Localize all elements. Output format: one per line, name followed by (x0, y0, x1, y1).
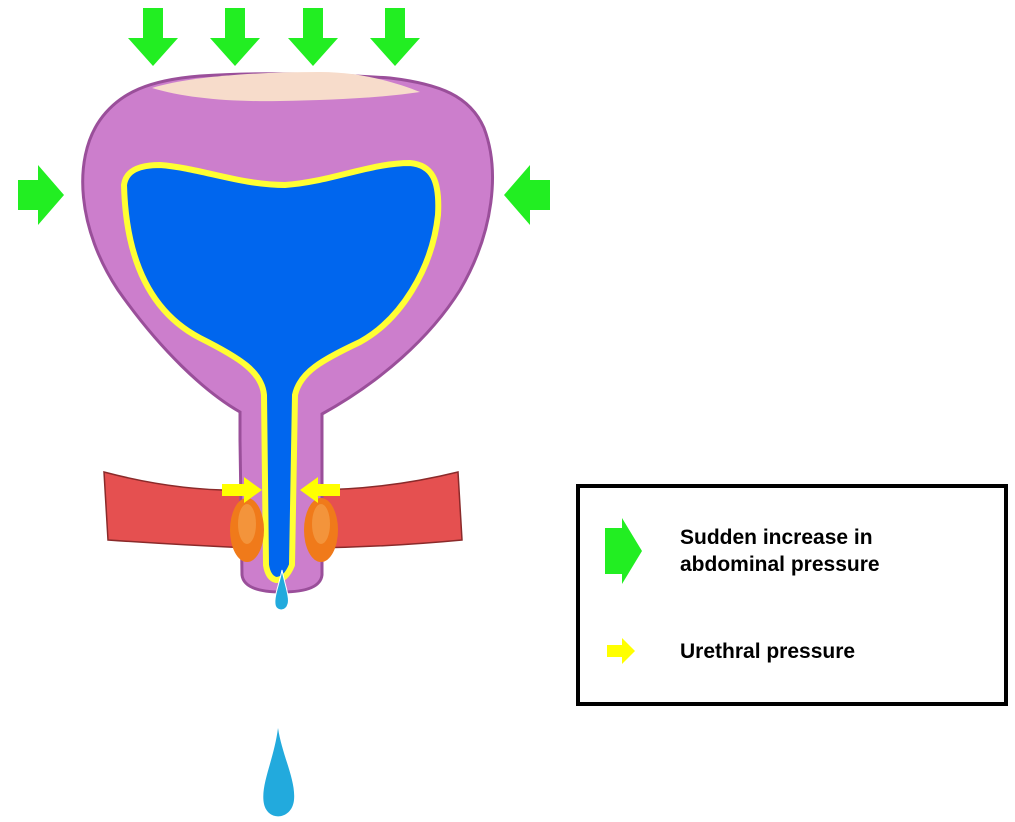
green-arrow-icon (18, 165, 64, 225)
legend-label-abdominal: Sudden increase in abdominal pressure (680, 524, 880, 578)
green-arrow-icon (128, 8, 178, 66)
legend-label-urethral: Urethral pressure (680, 638, 855, 665)
green-arrow-icon (210, 8, 260, 66)
sphincter-right-highlight (312, 504, 330, 544)
green-arrow-icon (288, 8, 338, 66)
sphincter-left-highlight (238, 504, 256, 544)
legend-item-urethral: Urethral pressure (580, 636, 855, 666)
leak-drop-large (263, 728, 294, 816)
legend-item-abdominal: Sudden increase in abdominal pressure (580, 516, 880, 586)
green-arrow-icon (370, 8, 420, 66)
green-arrow-icon (580, 516, 680, 586)
green-arrow-icon (504, 165, 550, 225)
yellow-arrow-icon (580, 636, 680, 666)
pelvic-muscle-left (104, 472, 250, 548)
legend-box: Sudden increase in abdominal pressure Ur… (576, 484, 1008, 706)
